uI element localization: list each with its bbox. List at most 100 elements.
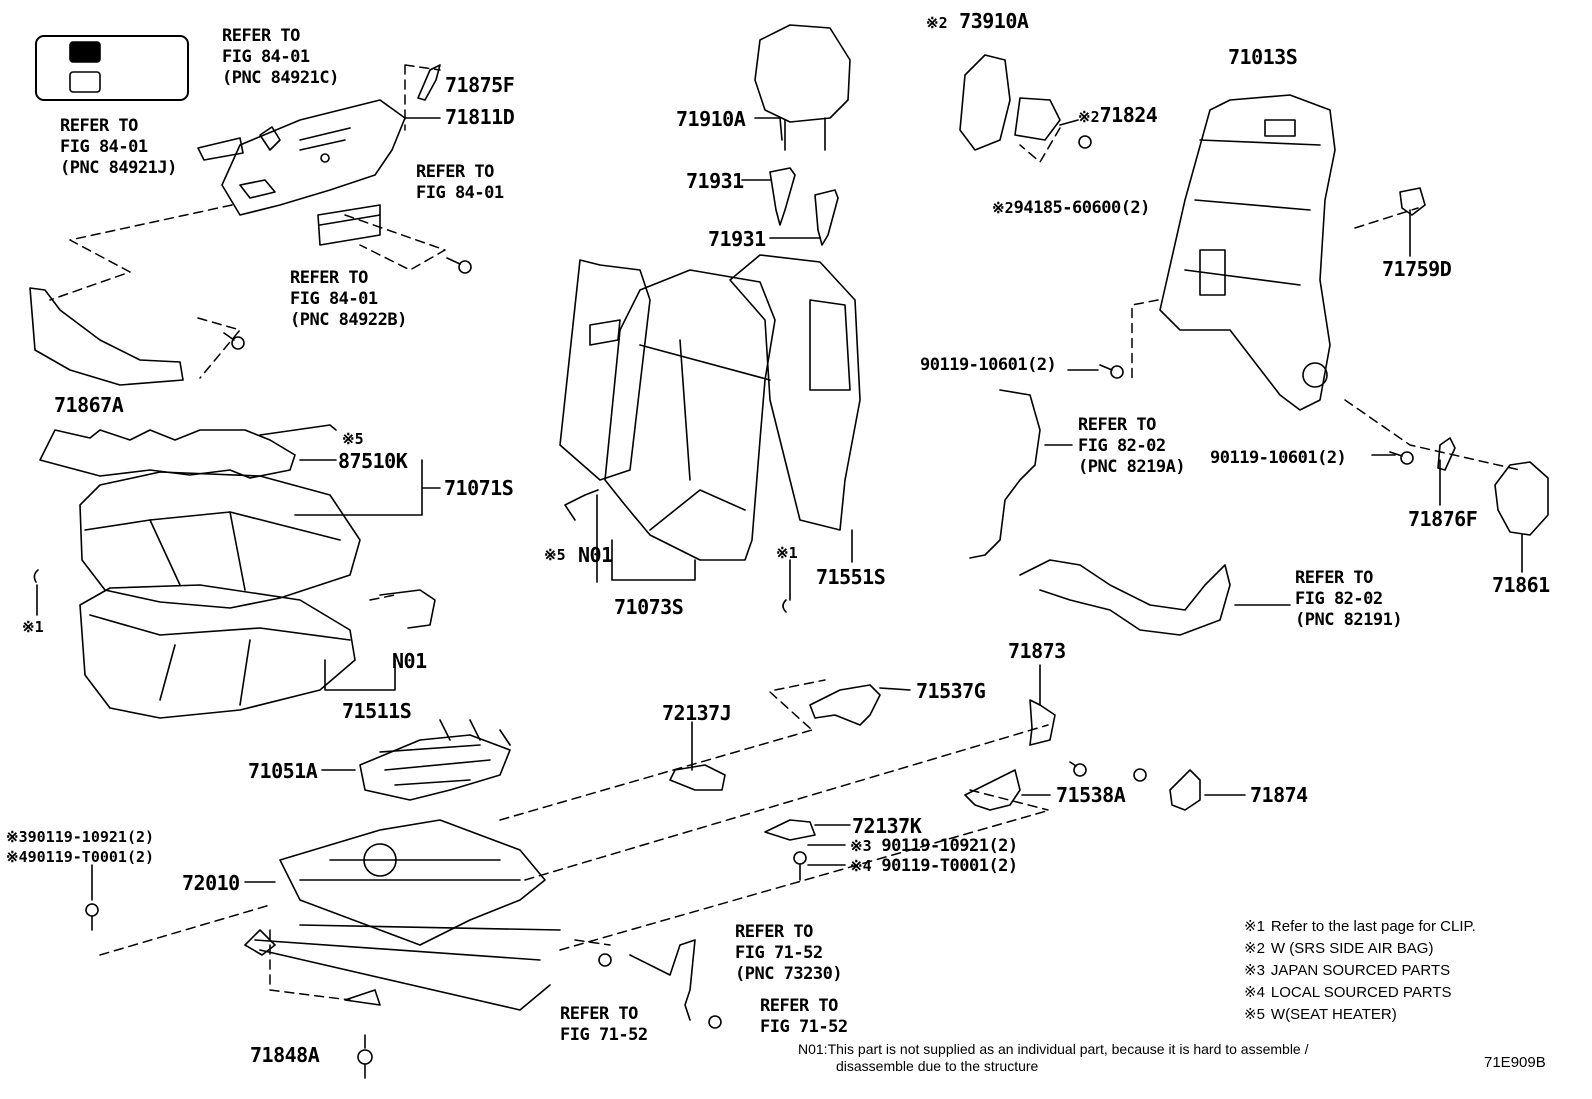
part-71811D[interactable]: 71811D: [445, 105, 515, 129]
part-71931-a[interactable]: 71931: [686, 169, 744, 193]
part-71759D[interactable]: 71759D: [1382, 257, 1452, 281]
headrest-support-71931-a: [770, 168, 795, 225]
switch-knob: [198, 138, 243, 160]
bolts: [86, 136, 1413, 1078]
left-fastener-2-text: 490119-T0001(2): [18, 848, 155, 866]
part-94185-60600[interactable]: ※294185-60600(2): [992, 198, 1150, 219]
left-fastener-1-text: 390119-10921(2): [18, 828, 155, 846]
part-90119-10921[interactable]: ※3 90119-10921(2): [850, 836, 1018, 857]
part-71071S[interactable]: 71071S: [444, 476, 514, 500]
refer-82191[interactable]: REFER TO FIG 82-02 (PNC 82191): [1295, 568, 1403, 630]
seatback-board: [560, 260, 650, 480]
seat-side-shield-71811D: [222, 100, 405, 215]
part-71931-b[interactable]: 71931: [708, 227, 766, 251]
part-90119-T0001[interactable]: ※4 90119-T0001(2): [850, 856, 1018, 877]
part-71867A[interactable]: 71867A: [54, 393, 124, 417]
part-90119-10601-b[interactable]: 90119-10601(2): [1210, 448, 1347, 468]
bracket-72137J: [670, 765, 725, 790]
refer-73230[interactable]: REFER TO FIG 71-52 (PNC 73230): [735, 922, 843, 984]
part-71073S[interactable]: 71073S: [614, 595, 684, 619]
part-90119-T0001-text: 90119-T0001(2): [881, 856, 1018, 876]
part-71876F[interactable]: 71876F: [1408, 507, 1478, 531]
mark-x4: ※4: [850, 857, 872, 875]
refer-71-52-a[interactable]: REFER TO FIG 71-52: [560, 1004, 648, 1045]
bracket-71538A: [965, 770, 1020, 810]
mark-x2a: ※2: [926, 14, 948, 32]
n01-a[interactable]: N01: [392, 649, 427, 673]
part-71861[interactable]: 71861: [1492, 573, 1550, 597]
dashed-leaders: [50, 65, 1520, 1000]
part-71875F[interactable]: 71875F: [445, 73, 515, 97]
part-71551S[interactable]: 71551S: [816, 565, 886, 589]
part-94185-text: 94185-60600(2): [1013, 198, 1151, 218]
cushion-pad-71511S: [80, 585, 355, 718]
board-slot: [590, 320, 620, 345]
lever-knob: [260, 127, 280, 150]
part-71848A[interactable]: 71848A: [250, 1043, 320, 1067]
clip-x1b: [783, 600, 786, 612]
mark-x5a: ※5: [342, 430, 364, 448]
harness-82191: [1020, 560, 1230, 635]
part-73910A-text: 73910A: [959, 9, 1029, 33]
n01-b[interactable]: N01: [578, 543, 613, 567]
part-71511S[interactable]: 71511S: [342, 699, 412, 723]
knob-cover-71861: [1495, 462, 1548, 535]
legend-box: [36, 36, 188, 100]
part-72010[interactable]: 72010: [182, 871, 240, 895]
spring-mat-71051A: [360, 720, 510, 800]
part-71051A[interactable]: 71051A: [248, 759, 318, 783]
front-cover-71867A: [30, 288, 183, 385]
part-71824-text: 71824: [1099, 103, 1158, 127]
part-87510K[interactable]: 87510K: [338, 449, 408, 473]
n01-footnote-line1: N01:This part is not supplied as an indi…: [798, 1041, 1309, 1057]
seat-adjuster-72010: [245, 820, 560, 1010]
seatback-pad-71551S: [730, 255, 860, 530]
refer-84-01[interactable]: REFER TO FIG 84-01: [416, 162, 504, 203]
hook-71873: [1030, 700, 1055, 745]
heater-wire: [260, 425, 336, 435]
part-72137J[interactable]: 72137J: [662, 701, 732, 725]
part-71873[interactable]: 71873: [1008, 639, 1066, 663]
clip-71759D: [1400, 188, 1425, 215]
cover-71875F: [418, 65, 440, 100]
part-71537G[interactable]: 71537G: [916, 679, 986, 703]
part-73910A[interactable]: ※2 73910A: [926, 9, 1029, 33]
mark-x5b: ※5: [544, 546, 566, 564]
figure-id: 71E909B: [1484, 1054, 1546, 1071]
airbag-bracket-71824: [1015, 98, 1060, 140]
cover-71876F: [1438, 438, 1455, 470]
part-90119-10921-text: 90119-10921(2): [881, 836, 1018, 856]
clip-x1a: [34, 570, 38, 582]
part-71874[interactable]: 71874: [1250, 783, 1308, 807]
headrest-support-71931-b: [815, 190, 838, 245]
refer-71-52-b[interactable]: REFER TO FIG 71-52: [760, 996, 848, 1037]
refer-84921J[interactable]: REFER TO FIG 84-01 (PNC 84921J): [60, 116, 177, 178]
seatback-cover-71073S: [605, 270, 775, 560]
mark-x2c: ※2: [992, 199, 1014, 217]
bracket-71537G: [810, 685, 880, 725]
part-71910A[interactable]: 71910A: [676, 107, 746, 131]
mark-xl3: ※: [6, 828, 19, 846]
mark-x3: ※3: [850, 837, 872, 855]
hook-71874: [1170, 770, 1200, 810]
side-airbag-73910A: [960, 55, 1010, 150]
refer-84922B[interactable]: REFER TO FIG 84-01 (PNC 84922B): [290, 268, 407, 330]
part-71824[interactable]: ※271824: [1078, 103, 1158, 127]
part-71013S[interactable]: 71013S: [1228, 45, 1298, 69]
part-71538A[interactable]: 71538A: [1056, 783, 1126, 807]
part-72137K[interactable]: 72137K: [852, 814, 922, 838]
headrest-71910A: [755, 25, 850, 150]
refer-84921C[interactable]: REFER TO FIG 84-01 (PNC 84921C): [222, 26, 339, 88]
left-fastener-2[interactable]: ※490119-T0001(2): [6, 848, 154, 866]
refer-8219A[interactable]: REFER TO FIG 82-02 (PNC 8219A): [1078, 415, 1186, 477]
heater-mat-87510K: [40, 430, 295, 478]
seatback-frame-71013S: [1160, 95, 1335, 410]
left-fastener-1[interactable]: ※390119-10921(2): [6, 828, 154, 846]
part-90119-10601-a[interactable]: 90119-10601(2): [920, 355, 1057, 375]
heater-wire-n01: [380, 590, 435, 628]
